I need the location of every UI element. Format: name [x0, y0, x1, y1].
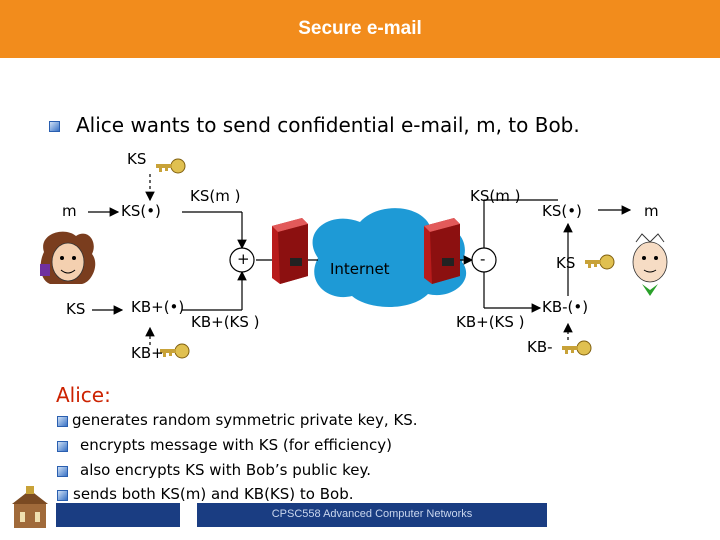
bullet-icon [57, 466, 68, 477]
alice-item-1: generates random symmetric private key, … [72, 411, 418, 429]
key-ks-top-icon [156, 158, 186, 174]
bullet-icon [57, 490, 68, 501]
label-ks-m-right: KS(m ) [470, 187, 521, 205]
label-ks-decrypt-right: KS(•) [542, 202, 582, 220]
router-right-icon [424, 218, 460, 284]
label-minus-op: - [480, 250, 486, 268]
key-kb-plus-icon [160, 343, 190, 359]
footer-block-left [56, 503, 180, 527]
label-ks-right: KS [556, 254, 576, 272]
label-m-right: m [644, 202, 659, 220]
footer-block-right [197, 503, 547, 527]
label-kb-ks-right: KB+(KS ) [456, 313, 525, 331]
label-kb-minus-key: KB- [527, 338, 553, 356]
alice-face-icon [40, 231, 96, 284]
label-m-left: m [62, 202, 77, 220]
footer-course-name: CPSC558 Advanced Computer Networks [271, 508, 473, 520]
label-ks-encrypt-left: KS(•) [121, 202, 161, 220]
label-kb-plus-encrypt: KB+(•) [131, 298, 185, 316]
bullet-icon [57, 441, 68, 452]
plus-circle [229, 247, 255, 273]
alice-item-4: sends both KS(m) and KB(KS) to Bob. [73, 485, 354, 503]
key-kb-minus-icon [562, 340, 592, 356]
label-ks-left: KS [66, 300, 86, 318]
university-building-icon [12, 486, 48, 528]
bullet-icon [49, 121, 60, 132]
label-kb-plus-key: KB+ [131, 344, 164, 362]
router-left-icon [272, 218, 308, 284]
alice-heading: Alice: [56, 383, 111, 407]
key-ks-right-icon [585, 254, 615, 270]
label-plus-op: + [237, 250, 250, 268]
label-internet: Internet [330, 260, 390, 278]
alice-item-2: encrypts message with KS (for efficiency… [80, 436, 393, 454]
bullet-icon [57, 416, 68, 427]
label-ks-m-left: KS(m ) [190, 187, 241, 205]
bob-face-icon [632, 233, 668, 296]
alice-item-3: also encrypts KS with Bob’s public key. [80, 461, 371, 479]
page-title: Secure e-mail [298, 18, 422, 39]
label-kb-ks-left: KB+(KS ) [191, 313, 260, 331]
minus-circle [471, 247, 497, 273]
diagram-canvas [40, 158, 668, 359]
intro-text: Alice wants to send confidential e-mail,… [76, 113, 580, 137]
label-kb-minus-decrypt: KB-(•) [542, 298, 589, 316]
label-ks-top: KS [127, 150, 147, 168]
header-bar [0, 0, 720, 58]
